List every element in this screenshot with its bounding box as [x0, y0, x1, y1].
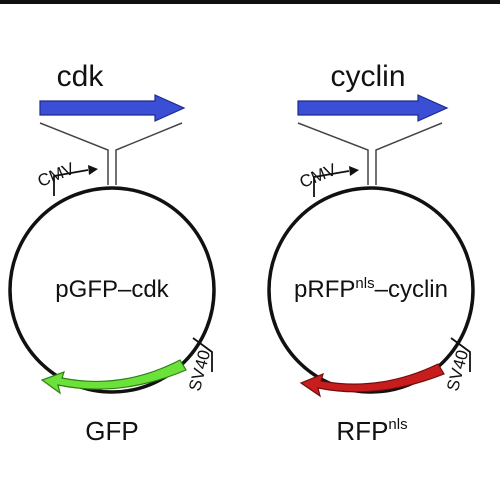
- left-construct: cdk CMV pGFP–cdk SV40 GFP: [8, 60, 216, 446]
- plasmid-label-superscript: nls: [355, 275, 374, 292]
- rfp-reporter-arrow: [299, 363, 445, 398]
- gfp-reporter-arrow: [40, 359, 187, 395]
- prfp-nls-cyclin-plasmid-label: pRFPnls–cyclin: [294, 275, 448, 303]
- cyclin-gene-arrow: [297, 94, 449, 122]
- cyclin-insertion-funnel: [297, 122, 443, 185]
- left-cmv-promoter-arrow: [53, 169, 89, 196]
- right-cmv-arrowhead: [349, 166, 359, 176]
- plasmid-label-main: pRFP: [294, 276, 355, 303]
- rfp-nls-label: RFPnls: [336, 416, 407, 446]
- gfp-label: GFP: [85, 416, 138, 446]
- left-cmv-label: CMV: [35, 159, 78, 191]
- right-cmv-promoter-arrow: [313, 170, 350, 197]
- cdk-label: cdk: [57, 60, 105, 93]
- right-cmv-label: CMV: [297, 160, 340, 192]
- right-sv40-marker: [450, 337, 471, 372]
- cdk-insertion-funnel: [39, 122, 183, 185]
- left-sv40-marker: [192, 337, 213, 372]
- rfp-label-main: RFP: [336, 416, 388, 446]
- cdk-gene-arrow: [39, 94, 186, 122]
- right-construct: cyclin CMV pRFPnls–cyclin SV40 RFPnls: [267, 60, 475, 446]
- rfp-label-superscript: nls: [388, 416, 407, 433]
- left-cmv-arrowhead: [88, 165, 98, 175]
- cyclin-label: cyclin: [330, 60, 405, 93]
- plasmid-label-tail: –cyclin: [375, 276, 448, 303]
- prfp-nls-cyclin-plasmid-circle: [267, 186, 475, 394]
- pgfp-cdk-plasmid-label: pGFP–cdk: [55, 276, 169, 303]
- right-sv40-label: SV40: [443, 348, 472, 393]
- pgfp-cdk-plasmid-circle: [8, 186, 216, 394]
